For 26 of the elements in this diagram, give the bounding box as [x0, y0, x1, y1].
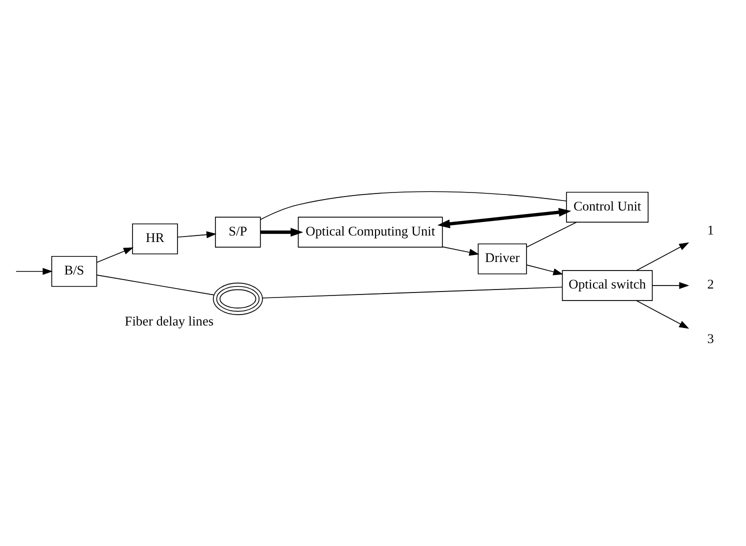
node-box: Optical switch: [562, 270, 653, 301]
node-box: HR: [132, 223, 178, 254]
node-label: Fiber delay lines: [124, 313, 214, 328]
arrow: [260, 228, 304, 237]
connector: [96, 274, 214, 296]
node-box: B/S: [51, 256, 98, 287]
node-text: 2: [707, 276, 714, 292]
arrow: [96, 247, 134, 263]
node-box: Control Unit: [566, 192, 649, 223]
arrow: [636, 300, 690, 329]
arrow: [437, 208, 572, 228]
arrow: [442, 246, 480, 256]
connector: [526, 222, 577, 248]
node-text: 3: [707, 330, 714, 346]
arrow: [652, 282, 690, 290]
arrow: [526, 264, 564, 276]
node-picture: [212, 282, 263, 316]
arrow: [636, 242, 690, 271]
node-box: Driver: [478, 243, 527, 274]
node-box: S/P: [214, 216, 261, 248]
connector: [262, 286, 562, 298]
node-text: 1: [707, 222, 714, 238]
arrow: [177, 231, 216, 238]
node-box: Optical Computing Unit: [298, 216, 443, 248]
connector: [260, 191, 567, 220]
arrow: [16, 268, 53, 275]
